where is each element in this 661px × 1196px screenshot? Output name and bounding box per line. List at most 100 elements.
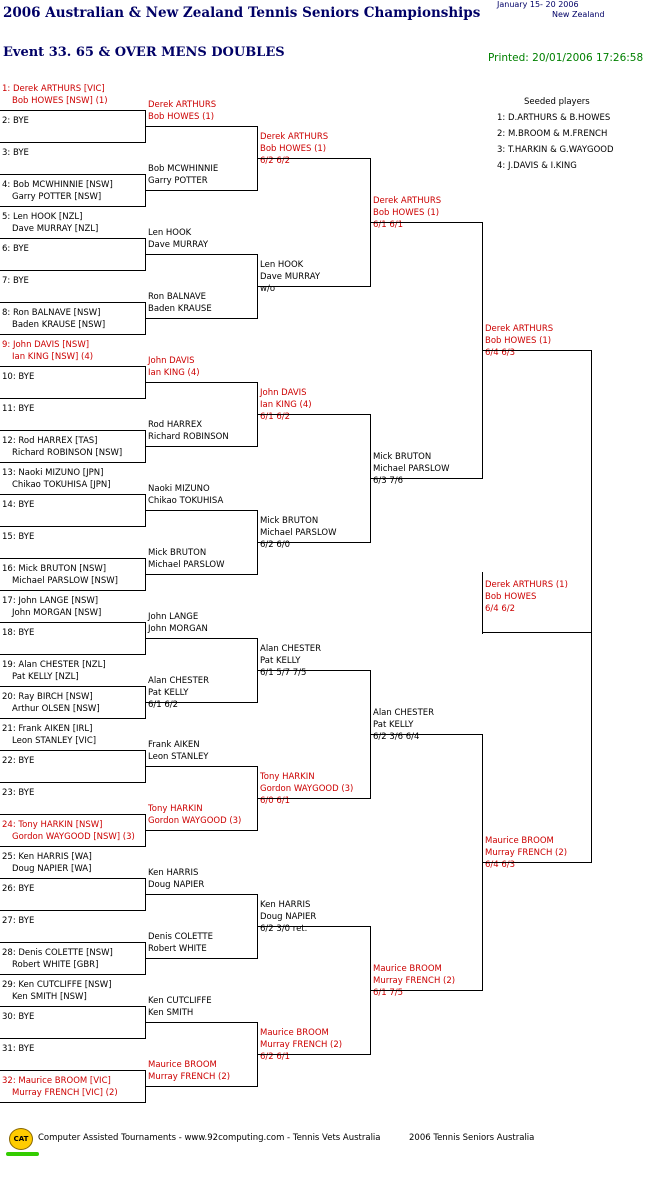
seeds-heading: Seeded players bbox=[524, 97, 590, 107]
bracket-line bbox=[258, 542, 371, 543]
logo-underline bbox=[6, 1152, 39, 1156]
entry-line1: 12: Rod HARREX [TAS] bbox=[2, 436, 98, 446]
bracket-line bbox=[258, 286, 371, 287]
entry-line2: Ken SMITH bbox=[148, 1008, 194, 1018]
bracket-line bbox=[146, 1086, 258, 1087]
entry-line1: Derek ARTHURS bbox=[373, 196, 442, 206]
bracket-line bbox=[0, 334, 146, 335]
bracket-connector bbox=[257, 126, 258, 191]
bracket-line bbox=[483, 632, 592, 633]
bracket-line bbox=[258, 670, 371, 671]
bracket-connector bbox=[145, 494, 146, 527]
entry-line2: Bob HOWES (1) bbox=[485, 336, 552, 346]
bracket-connector bbox=[145, 558, 146, 591]
entry-line2: Robert WHITE bbox=[148, 944, 207, 954]
entry-line1: 21: Frank AIKEN [IRL] bbox=[2, 724, 93, 734]
entry-line2: Murray FRENCH (2) bbox=[373, 976, 456, 986]
bracket-connector bbox=[482, 734, 483, 991]
entry-line1: John DAVIS bbox=[260, 388, 307, 398]
entry-line2: Chikao TOKUHISA bbox=[148, 496, 224, 506]
entry-line1: 29: Ken CUTCLIFFE [NSW] bbox=[2, 980, 112, 990]
match-score: 6/1 6/2 bbox=[260, 412, 291, 422]
bracket-line bbox=[146, 894, 258, 895]
entry-line1: 11: BYE bbox=[2, 404, 35, 414]
entry-line2: Garry POTTER [NSW] bbox=[12, 192, 102, 202]
entry-line2: Michael PARSLOW bbox=[148, 560, 225, 570]
entry-line1: John LANGE bbox=[148, 612, 199, 622]
entry-line1: 7: BYE bbox=[2, 276, 29, 286]
bracket-line bbox=[0, 206, 146, 207]
cat-logo: CAT bbox=[9, 1128, 33, 1150]
bracket-line bbox=[0, 590, 146, 591]
bracket-line bbox=[146, 1022, 258, 1023]
entry-line1: Naoki MIZUNO bbox=[148, 484, 210, 494]
entry-line2: Michael PARSLOW [NSW] bbox=[12, 576, 118, 586]
entry-line1: John DAVIS bbox=[148, 356, 195, 366]
bracket-line bbox=[371, 222, 483, 223]
match-score: 6/4 6/3 bbox=[485, 348, 516, 358]
entry-line1: Ken HARRIS bbox=[260, 900, 311, 910]
printed-timestamp: Printed: 20/01/2006 17:26:58 bbox=[488, 52, 644, 64]
match-score: 6/0 6/1 bbox=[260, 796, 291, 806]
bracket-line bbox=[0, 270, 146, 271]
bracket-line bbox=[146, 638, 258, 639]
bracket-line bbox=[0, 1038, 146, 1039]
entry-line1: Maurice BROOM bbox=[260, 1028, 329, 1038]
entry-line2: John MORGAN [NSW] bbox=[12, 608, 102, 618]
bracket-connector bbox=[145, 750, 146, 783]
entry-line2: Murray FRENCH (2) bbox=[260, 1040, 343, 1050]
bracket-line bbox=[0, 1006, 146, 1007]
footer-org: 2006 Tennis Seniors Australia bbox=[409, 1133, 535, 1143]
bracket-line bbox=[371, 990, 483, 991]
entry-line1: 13: Naoki MIZUNO [JPN] bbox=[2, 468, 104, 478]
entry-line2: Ken SMITH [NSW] bbox=[12, 992, 87, 1002]
bracket-connector bbox=[145, 1070, 146, 1103]
bracket-line bbox=[0, 1102, 146, 1103]
entry-line1: Denis COLETTE bbox=[148, 932, 213, 942]
bracket-connector bbox=[145, 942, 146, 975]
entry-line1: Mick BRUTON bbox=[148, 548, 207, 558]
bracket-line bbox=[146, 190, 258, 191]
bracket-line bbox=[0, 686, 146, 687]
bracket-line bbox=[0, 942, 146, 943]
entry-line1: 31: BYE bbox=[2, 1044, 35, 1054]
entry-line1: Ken HARRIS bbox=[148, 868, 199, 878]
bracket-line bbox=[146, 958, 258, 959]
entry-line2: Gordon WAYGOOD (3) bbox=[260, 784, 354, 794]
entry-line1: Maurice BROOM bbox=[148, 1060, 217, 1070]
bracket-line bbox=[0, 238, 146, 239]
bracket-connector bbox=[257, 638, 258, 703]
entry-line1: Ron BALNAVE bbox=[148, 292, 207, 302]
entry-line1: 10: BYE bbox=[2, 372, 35, 382]
entry-line1: 32: Maurice BROOM [VIC] bbox=[2, 1076, 111, 1086]
entry-line1: 19: Alan CHESTER [NZL] bbox=[2, 660, 106, 670]
bracket-line bbox=[146, 446, 258, 447]
entry-line1: 22: BYE bbox=[2, 756, 35, 766]
entry-line1: Ken CUTCLIFFE bbox=[148, 996, 212, 1006]
entry-line2: John MORGAN bbox=[148, 624, 208, 634]
entry-line2: Pat KELLY bbox=[148, 688, 189, 698]
bracket-connector bbox=[370, 158, 371, 287]
entry-line1: Derek ARTHURS bbox=[485, 324, 554, 334]
entry-line1: 28: Denis COLETTE [NSW] bbox=[2, 948, 113, 958]
bracket-line bbox=[0, 430, 146, 431]
match-score: 6/2 3/0 ret. bbox=[260, 924, 308, 934]
bracket-line bbox=[146, 126, 258, 127]
entry-line1: 16: Mick BRUTON [NSW] bbox=[2, 564, 107, 574]
match-score: 6/1 5/7 7/5 bbox=[260, 668, 307, 678]
entry-line2: Michael PARSLOW bbox=[373, 464, 450, 474]
entry-line1: 20: Ray BIRCH [NSW] bbox=[2, 692, 93, 702]
bracket-line bbox=[483, 350, 592, 351]
bracket-line bbox=[146, 766, 258, 767]
bracket-connector bbox=[257, 1022, 258, 1087]
bracket-connector bbox=[145, 238, 146, 271]
match-score: 6/1 6/1 bbox=[373, 220, 404, 230]
entry-line1: Tony HARKIN bbox=[148, 804, 203, 814]
entry-line2: Arthur OLSEN [NSW] bbox=[12, 704, 100, 714]
entry-line1: Len HOOK bbox=[260, 260, 304, 270]
entry-line1: 17: John LANGE [NSW] bbox=[2, 596, 99, 606]
entry-line2: Ian KING (4) bbox=[260, 400, 312, 410]
entry-line1: 1: Derek ARTHURS [VIC] bbox=[2, 84, 105, 94]
entry-line1: Derek ARTHURS bbox=[260, 132, 329, 142]
bracket-line bbox=[0, 1070, 146, 1071]
